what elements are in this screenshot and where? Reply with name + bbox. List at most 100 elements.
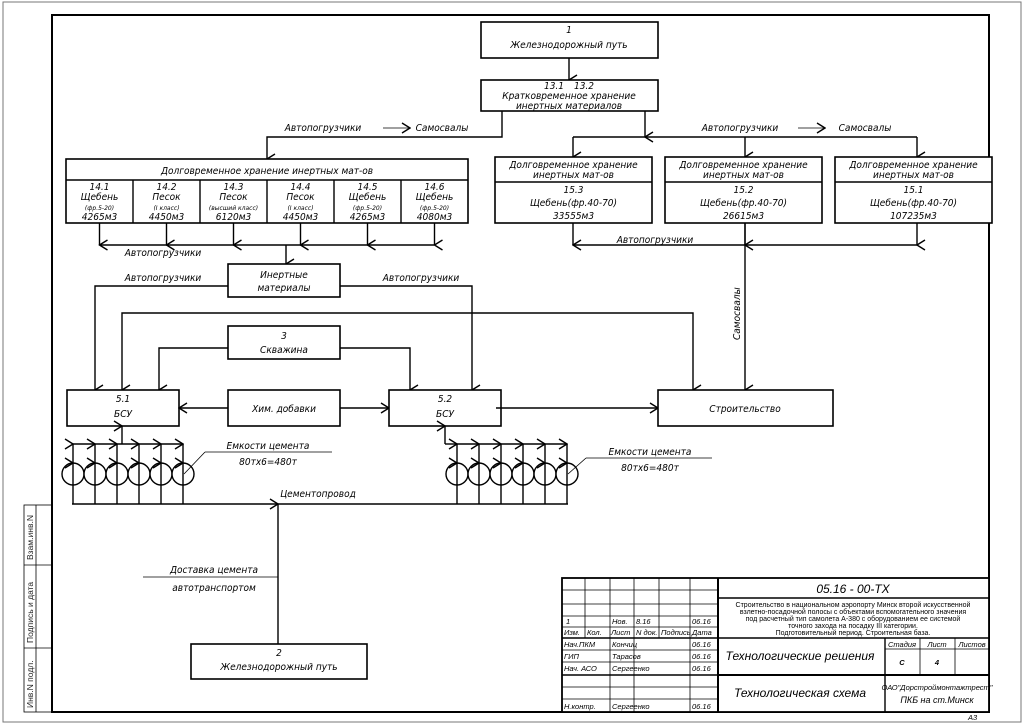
short-storage-num-a: 13.1 [544,81,564,92]
signer-role: Н.контр. [564,702,596,711]
cell-material: Щебень [349,191,387,203]
bsu1-label: БСУ [114,409,132,420]
sheets-label: Листов [957,640,985,649]
storage-num: 15.1 [903,185,923,196]
hdr-list: Лист [610,628,630,637]
bsu2-label: БСУ [436,409,454,420]
cement-tanks-right [445,444,579,504]
cell-fraction: (высший класс) [209,205,258,212]
hdr-kol: Кол. [587,628,602,637]
cement-pipe-label: Цементопровод [280,489,356,500]
well-box: 3 Скважина [227,325,341,360]
org-branch: ПКБ на ст.Минск [900,695,974,705]
cell-material: Песок [219,192,248,203]
cell-volume: 4450м3 [283,212,319,223]
loaders-right-label: Автопогрузчики [616,235,694,246]
signer-date: 06.16 [692,652,712,661]
storage-material: Щебень(фр.40-70) [700,197,787,209]
arrow-inert-to-bsu2 [340,285,472,390]
cell-num: 14.4 [290,182,310,193]
short-storage-box: 13.1 13.2 Кратковременное хранение инерт… [480,79,659,112]
cell-volume: 4265м3 [82,212,118,223]
loaders-to-bsu2-label: Автопогрузчики [382,273,460,284]
tanks-left-label: Емкости цемента [227,441,310,452]
drawing-frame [51,14,990,713]
tanks-left-capacity: 80тх6=480т [239,457,297,468]
signer-name: Сергеенко [612,702,650,711]
cell-fraction: (I класс) [153,205,179,212]
loaders-to-bsu1-label: Автопогрузчики [124,273,202,284]
stage-label: Стадия [888,640,916,649]
arrow-well-to-bsu2 [340,347,410,390]
project-description-line: Подготовительный период. Строительная ба… [776,629,931,637]
hdr-podpis: Подпись [661,628,691,637]
signer-date: 06.16 [692,702,712,711]
cell-num: 14.2 [156,182,176,193]
arrow-inert-to-bsu1 [95,285,228,390]
storage-material: Щебень(фр.40-70) [870,197,957,209]
loaders-left-label: Автопогрузчики [124,248,202,259]
title-block: 1 Нов. 8.16 06.16 Изм. Кол. Лист N док. … [561,577,993,713]
arrow-bsu1-to-construction [122,312,693,390]
project-description-line: под расчетный тип самолета А-380 с обору… [746,615,961,623]
project-description-line: точного захода на посадку III категории. [788,623,918,630]
cell-material: Щебень [81,191,119,203]
railway-top-num: 1 [566,25,572,36]
construction-label: Строительство [709,404,781,415]
side-stamp: Взам.инв.N Подпись и дата Инв.N подл. [23,504,53,713]
short-storage-line2: инертных материалов [516,101,622,112]
railway-bottom-box: 2 Железнодорожный путь [190,643,368,680]
signer-role: ГИП [564,652,579,661]
tanks-right-capacity: 80тх6=480т [621,463,679,474]
project-description-line: взлетно-посадочной полосы с объектами вс… [740,608,967,616]
short-storage-line1: Кратковременное хранение [502,91,636,102]
stamp-replace-inv: Взам.инв.N [25,515,35,560]
storage-title1: Долговременное хранение [678,160,808,171]
arrow-short-to-left-storage [267,111,503,159]
short-storage-num-b: 13.2 [574,81,594,92]
cell-fraction: (фр.5-20) [353,205,382,212]
well-label: Скважина [260,345,308,356]
storage-volume: 26615м3 [723,211,764,222]
sheet-value: 4 [934,658,940,667]
doc-code: 05.16 - 00-ТХ [816,582,890,596]
transport-right-to: Самосвалы [839,123,892,134]
bsu2-num: 5.2 [438,394,453,405]
delivery-line2: автотранспортом [172,583,256,594]
storage-volume: 107235м3 [890,211,937,222]
inert-materials-box: Инертные материалы [227,263,341,298]
chem-additives-box: Хим. добавки [227,389,341,427]
delivery-line1: Доставка цемента [169,565,258,576]
storage-material: Щебень(фр.40-70) [530,197,617,209]
cell-fraction: (фр.5-20) [85,205,114,212]
cell-volume: 4265м3 [350,212,386,223]
storage-title2: инертных мат-ов [703,170,784,181]
rev-list: Нов. [612,617,628,626]
hdr-date: Дата [691,628,712,637]
rev-izm: 1 [566,617,570,626]
cell-volume: 6120м3 [216,212,252,223]
long-storage-left-title: Долговременное хранение инертных мат-ов [160,166,373,177]
transport-left-to: Самосвалы [416,123,469,134]
storage-title2: инертных мат-ов [533,170,614,181]
storage-title1: Долговременное хранение [508,160,638,171]
hdr-ndoc: N док. [636,628,657,637]
chem-label: Хим. добавки [251,403,316,415]
stage-value: С [899,658,905,667]
bsu1-box: 5.1 БСУ [66,389,180,427]
construction-box: Строительство [657,389,834,427]
cell-volume: 4450м3 [149,212,185,223]
signer-date: 06.16 [692,664,712,673]
cell-fraction: (фр.5-20) [420,205,449,212]
bsu1-num: 5.1 [116,394,130,405]
org-name: ОАО"Дорстроймонтажтрест" [882,683,993,692]
railway-top-label: Железнодорожный путь [509,40,627,51]
